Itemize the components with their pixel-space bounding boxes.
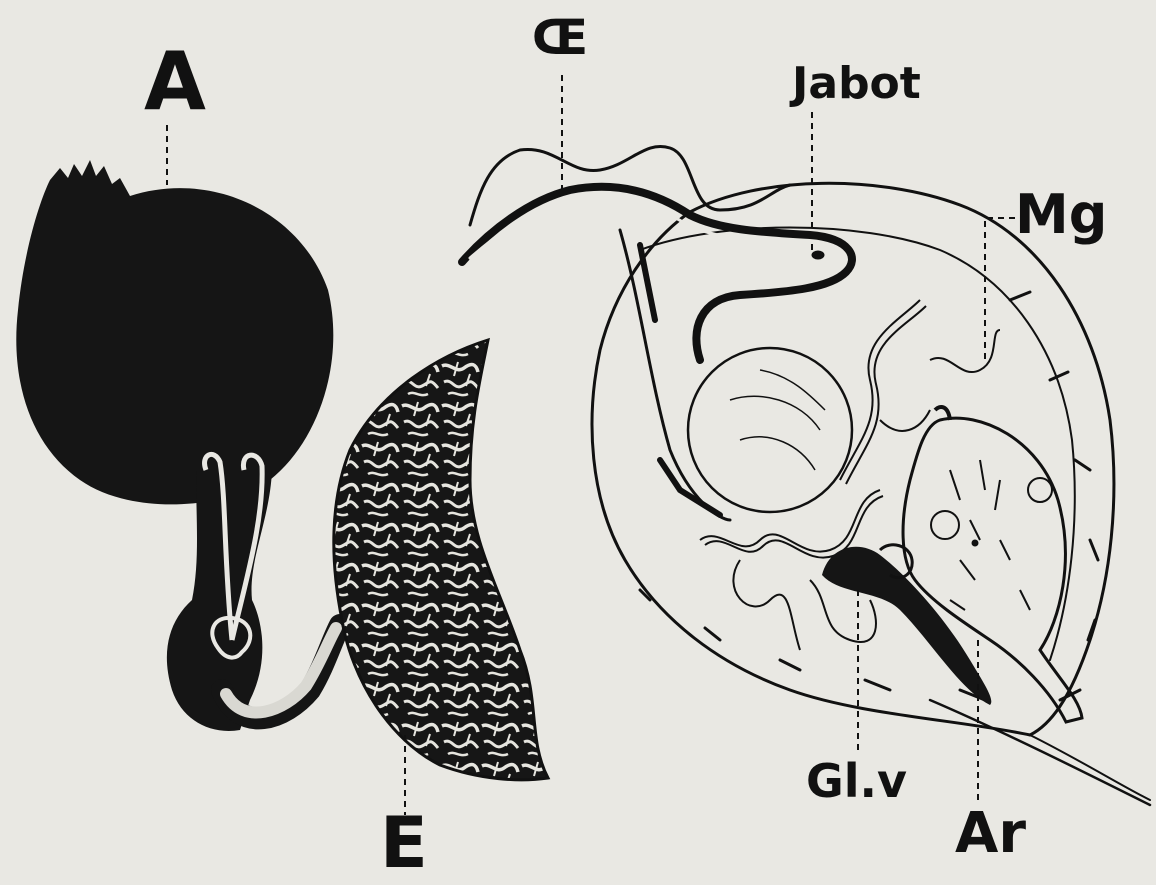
oesophagus-jabot [462, 187, 852, 520]
mg-sphere [688, 348, 852, 512]
label-ar: Ar [955, 806, 1026, 862]
label-oe: Œ [532, 14, 588, 62]
label-mg: Mg [1015, 188, 1107, 242]
gland-a [16, 160, 340, 731]
label-e: E [380, 808, 428, 878]
gland-e [334, 340, 548, 780]
ar-reservoir [903, 407, 1082, 722]
label-jabot: Jabot [792, 62, 921, 106]
label-glv: Gl.v [806, 758, 907, 804]
label-a: A [144, 42, 206, 122]
